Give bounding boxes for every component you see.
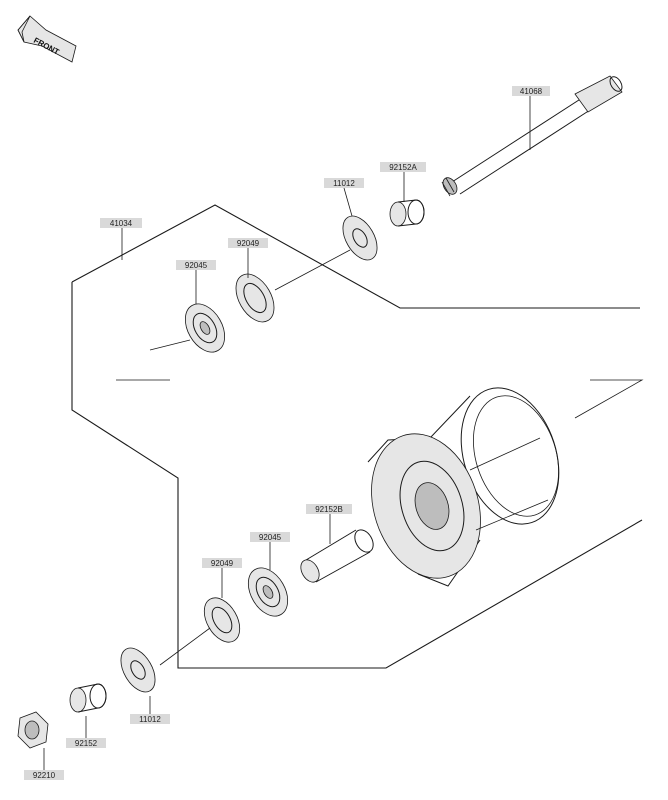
svg-text:92210: 92210 — [33, 771, 56, 780]
axle-part — [441, 75, 623, 197]
seal-11012-bottom-part — [120, 647, 156, 693]
svg-text:92152: 92152 — [75, 739, 98, 748]
ring-92049-top-part — [235, 273, 275, 323]
collar-92152a-part — [389, 199, 425, 227]
svg-text:92152B: 92152B — [315, 505, 343, 514]
bearing-92045-top-part — [184, 303, 226, 353]
callout-92152b: 92152B — [306, 504, 352, 514]
svg-text:92045: 92045 — [259, 533, 282, 542]
svg-text:11012: 11012 — [139, 715, 161, 724]
callout-92210: 92210 — [24, 770, 64, 780]
front-arrow-icon: FRONT — [17, 15, 77, 63]
svg-text:11012: 11012 — [333, 179, 355, 188]
svg-text:41034: 41034 — [110, 219, 133, 228]
ring-92049-bottom-part — [203, 597, 241, 643]
svg-text:92049: 92049 — [237, 239, 260, 248]
callout-92152: 92152 — [66, 738, 106, 748]
callout-92045-top: 92045 — [176, 260, 216, 270]
inner-frame-right — [574, 379, 644, 419]
callout-41034: 41034 — [100, 218, 142, 228]
callout-92045-bottom: 92045 — [250, 532, 290, 542]
callout-92049-bottom: 92049 — [202, 558, 242, 568]
callout-92049-top: 92049 — [228, 238, 268, 248]
callout-41068: 41068 — [512, 86, 550, 96]
callout-11012-top: 11012 — [324, 178, 364, 188]
callout-92152a: 92152A — [380, 162, 426, 172]
nut-92210-part — [17, 711, 49, 749]
seal-11012-top-part — [342, 215, 378, 261]
callout-11012-bottom: 11012 — [130, 714, 170, 724]
svg-text:41068: 41068 — [520, 87, 543, 96]
collar-92152-part — [69, 683, 107, 713]
assembly-frame-upper — [71, 204, 640, 309]
svg-text:92049: 92049 — [211, 559, 234, 568]
assembly-frame-left — [71, 282, 643, 669]
bearing-92045-bottom-part — [247, 567, 289, 617]
svg-text:92152A: 92152A — [389, 163, 417, 172]
spacer-92152b-part — [300, 529, 374, 583]
hub-41034-part — [367, 387, 560, 587]
svg-text:92045: 92045 — [185, 261, 208, 270]
